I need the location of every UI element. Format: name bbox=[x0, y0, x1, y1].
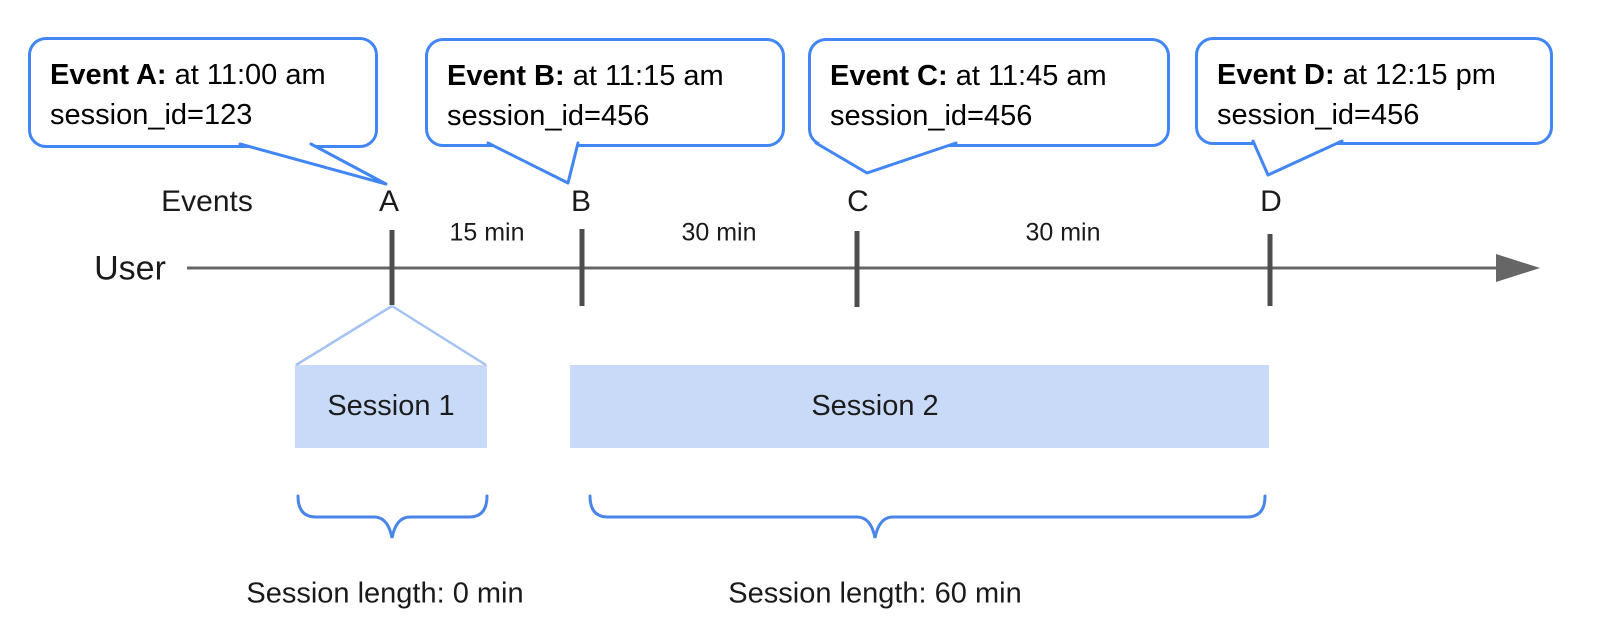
event-a-time: at 11:00 am bbox=[166, 59, 326, 91]
user-axis-label: User bbox=[94, 249, 166, 288]
session-1-box: Session 1 bbox=[295, 365, 487, 448]
session-2-box: Session 2 bbox=[570, 365, 1269, 448]
gap-c-d-label: 30 min bbox=[1025, 218, 1101, 247]
event-a-callout: Event A: at 11:00 am session_id=123 bbox=[28, 37, 378, 148]
event-c-callout: Event C: at 11:45 am session_id=456 bbox=[808, 38, 1170, 147]
event-d-session-id: session_id=456 bbox=[1217, 99, 1420, 131]
event-mark-d: D bbox=[1260, 185, 1282, 218]
event-a-callout-line1: Event A: at 11:00 am bbox=[50, 55, 375, 95]
session-2-length-label: Session length: 60 min bbox=[728, 577, 1022, 610]
events-axis-label: Events bbox=[161, 185, 253, 218]
event-a-title: Event A: bbox=[50, 59, 167, 91]
event-mark-c: C bbox=[847, 185, 869, 218]
event-a-session-id: session_id=123 bbox=[50, 99, 253, 131]
event-d-time: at 12:15 pm bbox=[1334, 59, 1496, 91]
event-c-time: at 11:45 am bbox=[947, 60, 1107, 92]
event-b-time: at 11:15 am bbox=[564, 60, 724, 92]
event-c-title: Event C: bbox=[830, 60, 948, 92]
session-1-label: Session 1 bbox=[327, 390, 455, 422]
event-d-callout-line1: Event D: at 12:15 pm bbox=[1217, 55, 1550, 95]
gap-a-b-label: 15 min bbox=[449, 218, 525, 247]
event-b-callout-line1: Event B: at 11:15 am bbox=[447, 56, 782, 96]
event-b-callout-tail bbox=[486, 141, 580, 185]
timeline-arrowhead-icon bbox=[1496, 254, 1540, 282]
event-d-title: Event D: bbox=[1217, 59, 1335, 91]
session-1-length-label: Session length: 0 min bbox=[246, 577, 524, 610]
session-1-brace bbox=[296, 494, 489, 539]
event-d-callout: Event D: at 12:15 pm session_id=456 bbox=[1195, 37, 1553, 145]
session-1-connector-left bbox=[295, 304, 393, 367]
event-d-callout-tail bbox=[1251, 139, 1344, 177]
event-b-title: Event B: bbox=[447, 60, 565, 92]
event-a-callout-tail bbox=[238, 142, 388, 186]
session-2-brace bbox=[588, 494, 1267, 539]
event-b-callout: Event B: at 11:15 am session_id=456 bbox=[425, 38, 785, 147]
event-c-callout-line1: Event C: at 11:45 am bbox=[830, 56, 1167, 96]
session-2-label: Session 2 bbox=[811, 390, 939, 422]
event-c-callout-tail bbox=[814, 141, 958, 175]
gap-b-c-label: 30 min bbox=[681, 218, 757, 247]
event-c-session-id: session_id=456 bbox=[830, 100, 1033, 132]
event-mark-a: A bbox=[378, 185, 400, 218]
event-mark-b: B bbox=[570, 185, 592, 218]
session-1-connector-right bbox=[391, 304, 487, 367]
event-b-session-id: session_id=456 bbox=[447, 100, 650, 132]
